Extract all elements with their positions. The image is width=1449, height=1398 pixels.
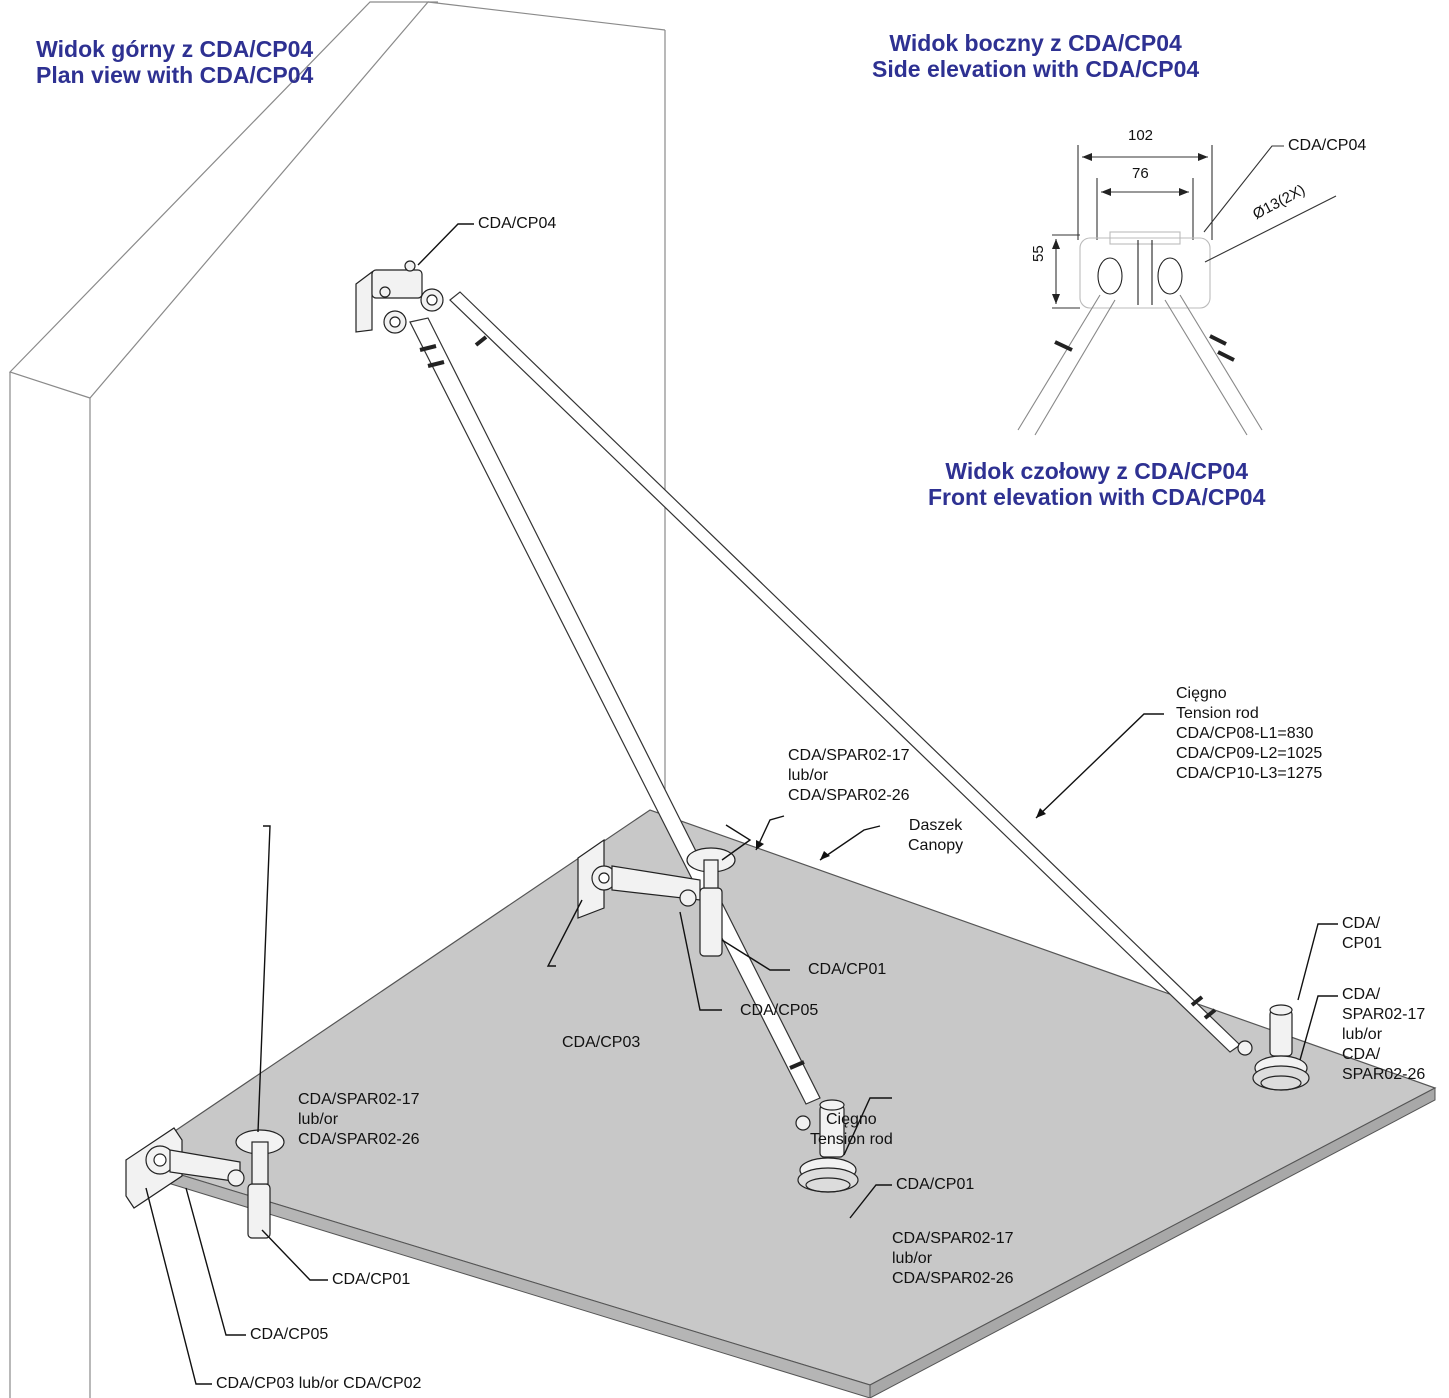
dimension-arrows xyxy=(1052,153,1208,304)
label-line: Cięgno xyxy=(826,1111,877,1128)
label-line: CDA/SPAR02-17 xyxy=(788,747,910,764)
leader-arrowheads xyxy=(756,808,1046,860)
plan-view-title-en: Plan view with CDA/CP04 xyxy=(36,62,314,88)
label-cp05-left: CDA/CP05 xyxy=(250,1326,329,1343)
label-line: Cięgno xyxy=(1176,685,1227,702)
label-line: lub/or xyxy=(788,767,829,784)
label-spar-mid: CDA/SPAR02-17 lub/or CDA/SPAR02-26 xyxy=(788,746,910,806)
label-cp05-mid: CDA/CP05 xyxy=(740,1002,819,1019)
plan-view-title-pl: Widok górny z CDA/CP04 xyxy=(36,36,314,62)
label-spar-left: CDA/SPAR02-17 lub/or CDA/SPAR02-26 xyxy=(298,1090,420,1150)
label-top-bracket: CDA/CP04 xyxy=(478,215,557,232)
dimension-inner-width: 76 xyxy=(1132,165,1149,182)
label-line: lub/or xyxy=(298,1111,339,1128)
dimension-overall-width: 102 xyxy=(1128,127,1154,144)
label-line: lub/or xyxy=(892,1250,933,1267)
front-elevation-detail xyxy=(1017,145,1337,436)
label-line: SPAR02-17 xyxy=(1342,1006,1426,1023)
label-line: CDA/CP10-L3=1275 xyxy=(1176,765,1323,782)
label-line: Canopy xyxy=(908,837,964,854)
label-line: Tension rod xyxy=(810,1131,893,1148)
label-line: CP01 xyxy=(1342,935,1383,952)
mid-fitting xyxy=(577,838,736,957)
canopy-glass xyxy=(130,809,1437,1398)
label-cp03-left: CDA/CP03 lub/or CDA/CP02 xyxy=(216,1375,422,1392)
label-tension-rod-right: Cięgno Tension rod CDA/CP08-L1=830 CDA/C… xyxy=(1176,684,1322,784)
label-cp01-mid: CDA/CP01 xyxy=(808,961,887,978)
label-line: Daszek xyxy=(908,817,963,834)
label-line: CDA/ xyxy=(1342,1046,1381,1063)
label-line: CDA/SPAR02-17 xyxy=(892,1230,1014,1247)
side-elevation-title-pl: Widok boczny z CDA/CP04 xyxy=(889,30,1182,56)
label-cp01-right: CDA/ CP01 xyxy=(1342,914,1382,954)
plan-view-title: Widok górny z CDA/CP04 Plan view with CD… xyxy=(36,36,313,88)
label-tension-rod-mid: Cięgno Tension rod xyxy=(810,1110,893,1150)
label-line: CDA/CP09-L2=1025 xyxy=(1176,745,1323,762)
label-line: CDA/ xyxy=(1342,986,1381,1003)
front-elevation-title-en: Front elevation with CDA/CP04 xyxy=(928,484,1266,510)
label-line: lub/or xyxy=(1342,1026,1383,1043)
front-elevation-title-pl: Widok czołowy z CDA/CP04 xyxy=(945,458,1249,484)
label-line: CDA/SPAR02-26 xyxy=(788,787,910,804)
label-line: CDA/CP08-L1=830 xyxy=(1176,725,1314,742)
label-line: CDA/SPAR02-26 xyxy=(298,1131,420,1148)
side-elevation-title-en: Side elevation with CDA/CP04 xyxy=(872,56,1200,82)
label-cp01-left: CDA/CP01 xyxy=(332,1271,411,1288)
detail-part-label: CDA/CP04 xyxy=(1288,137,1367,154)
right-fitting xyxy=(1237,1004,1310,1091)
side-elevation-title: Widok boczny z CDA/CP04 Side elevation w… xyxy=(872,30,1199,82)
leader-lines xyxy=(145,223,1338,1385)
label-line: CDA/SPAR02-26 xyxy=(892,1270,1014,1287)
label-canopy: Daszek Canopy xyxy=(908,816,963,856)
bottom-fitting xyxy=(795,1099,859,1193)
label-line: SPAR02-26 xyxy=(1342,1066,1426,1083)
left-fitting xyxy=(125,1127,285,1239)
label-line: CDA/ xyxy=(1342,915,1381,932)
label-spar-right: CDA/ SPAR02-17 lub/or CDA/ SPAR02-26 xyxy=(1342,985,1425,1085)
label-spar-bottom: CDA/SPAR02-17 lub/or CDA/SPAR02-26 xyxy=(892,1229,1014,1289)
label-line: Tension rod xyxy=(1176,705,1259,722)
front-elevation-title: Widok czołowy z CDA/CP04 Front elevation… xyxy=(928,458,1265,510)
label-cp01-bottom: CDA/CP01 xyxy=(896,1176,975,1193)
dimension-height: 55 xyxy=(1030,245,1047,262)
cp04-bracket xyxy=(355,260,444,334)
label-line: CDA/SPAR02-17 xyxy=(298,1091,420,1108)
label-cp03-mid: CDA/CP03 xyxy=(562,1034,641,1051)
